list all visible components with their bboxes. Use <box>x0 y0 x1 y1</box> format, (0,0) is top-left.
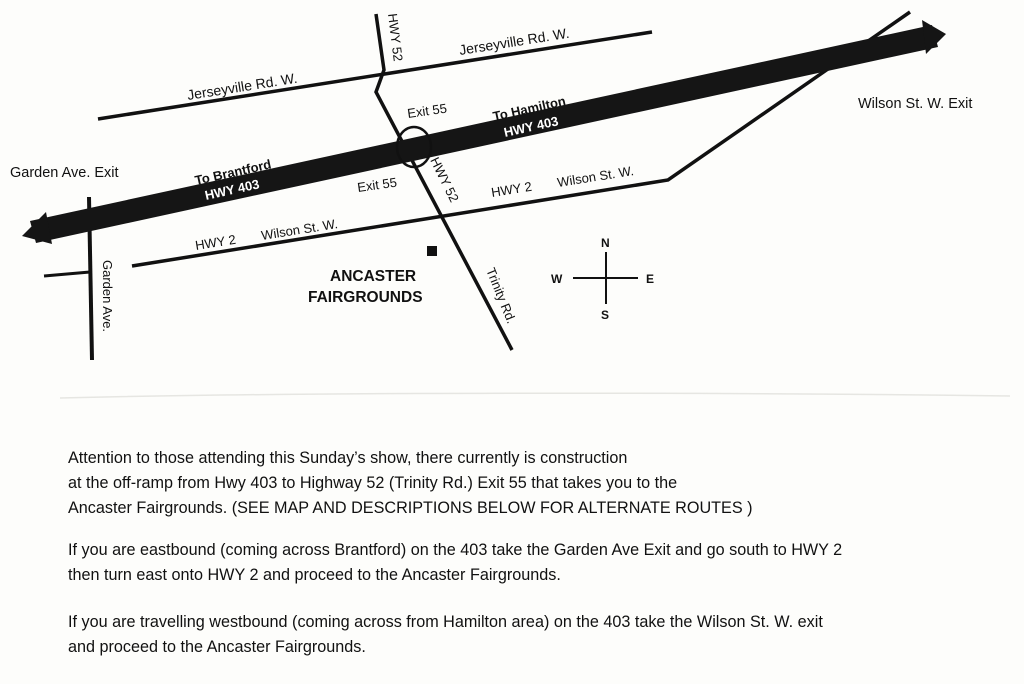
notice-line: and proceed to the Ancaster Fairgrounds. <box>68 638 366 656</box>
notice-line: then turn east onto HWY 2 and proceed to… <box>68 566 561 584</box>
compass-south: S <box>601 308 609 322</box>
hwy-2-label-east: HWY 2 <box>490 179 533 200</box>
fairgrounds-label-line1: ANCASTER <box>330 268 416 285</box>
trinity-rd-label: Trinity Rd. <box>483 266 519 326</box>
notice-line: If you are eastbound (coming across Bran… <box>68 541 843 559</box>
compass-east: E <box>646 272 654 286</box>
west-arrow-head <box>22 212 52 244</box>
garden-ave-label: Garden Ave. <box>100 260 115 332</box>
hwy-403-road <box>30 25 938 243</box>
notice-paragraph-westbound: If you are travelling westbound (coming … <box>68 610 1008 660</box>
notice-line: at the off-ramp from Hwy 403 to Highway … <box>68 474 678 492</box>
construction-notice: Attention to those attending this Sunday… <box>68 446 1008 677</box>
east-arrow-head <box>922 20 946 54</box>
wilson-exit-label: Wilson St. W. Exit <box>858 96 972 112</box>
exit-55-interchange <box>395 125 433 169</box>
route-map: Jerseyville Rd. W. Jerseyville Rd. W. HW… <box>10 10 1011 399</box>
notice-line: If you are travelling westbound (coming … <box>68 613 823 631</box>
notice-line: Ancaster Fairgrounds. (SEE MAP AND DESCR… <box>68 499 753 517</box>
garden-exit-label: Garden Ave. Exit <box>10 165 119 181</box>
notice-paragraph-eastbound: If you are eastbound (coming across Bran… <box>68 538 1008 588</box>
notice-line: Attention to those attending this Sunday… <box>68 449 628 467</box>
garden-ave-stub <box>43 270 91 278</box>
hwy-2-road <box>131 10 911 268</box>
exit-55-label-south: Exit 55 <box>356 175 397 195</box>
hwy-2-label-west: HWY 2 <box>194 232 237 253</box>
fairgrounds-marker <box>427 246 437 256</box>
hwy-52-road <box>374 13 514 351</box>
fairgrounds-label-line2: FAIRGROUNDS <box>308 289 423 306</box>
compass-west: W <box>551 272 563 286</box>
jerseyville-road <box>97 30 653 121</box>
exit-55-label-north: Exit 55 <box>406 101 447 121</box>
compass-rose <box>573 252 638 304</box>
notice-paragraph-attention: Attention to those attending this Sunday… <box>68 446 1008 521</box>
compass-north: N <box>601 236 610 250</box>
hwy-52-label-north: HWY 52 <box>385 13 406 63</box>
